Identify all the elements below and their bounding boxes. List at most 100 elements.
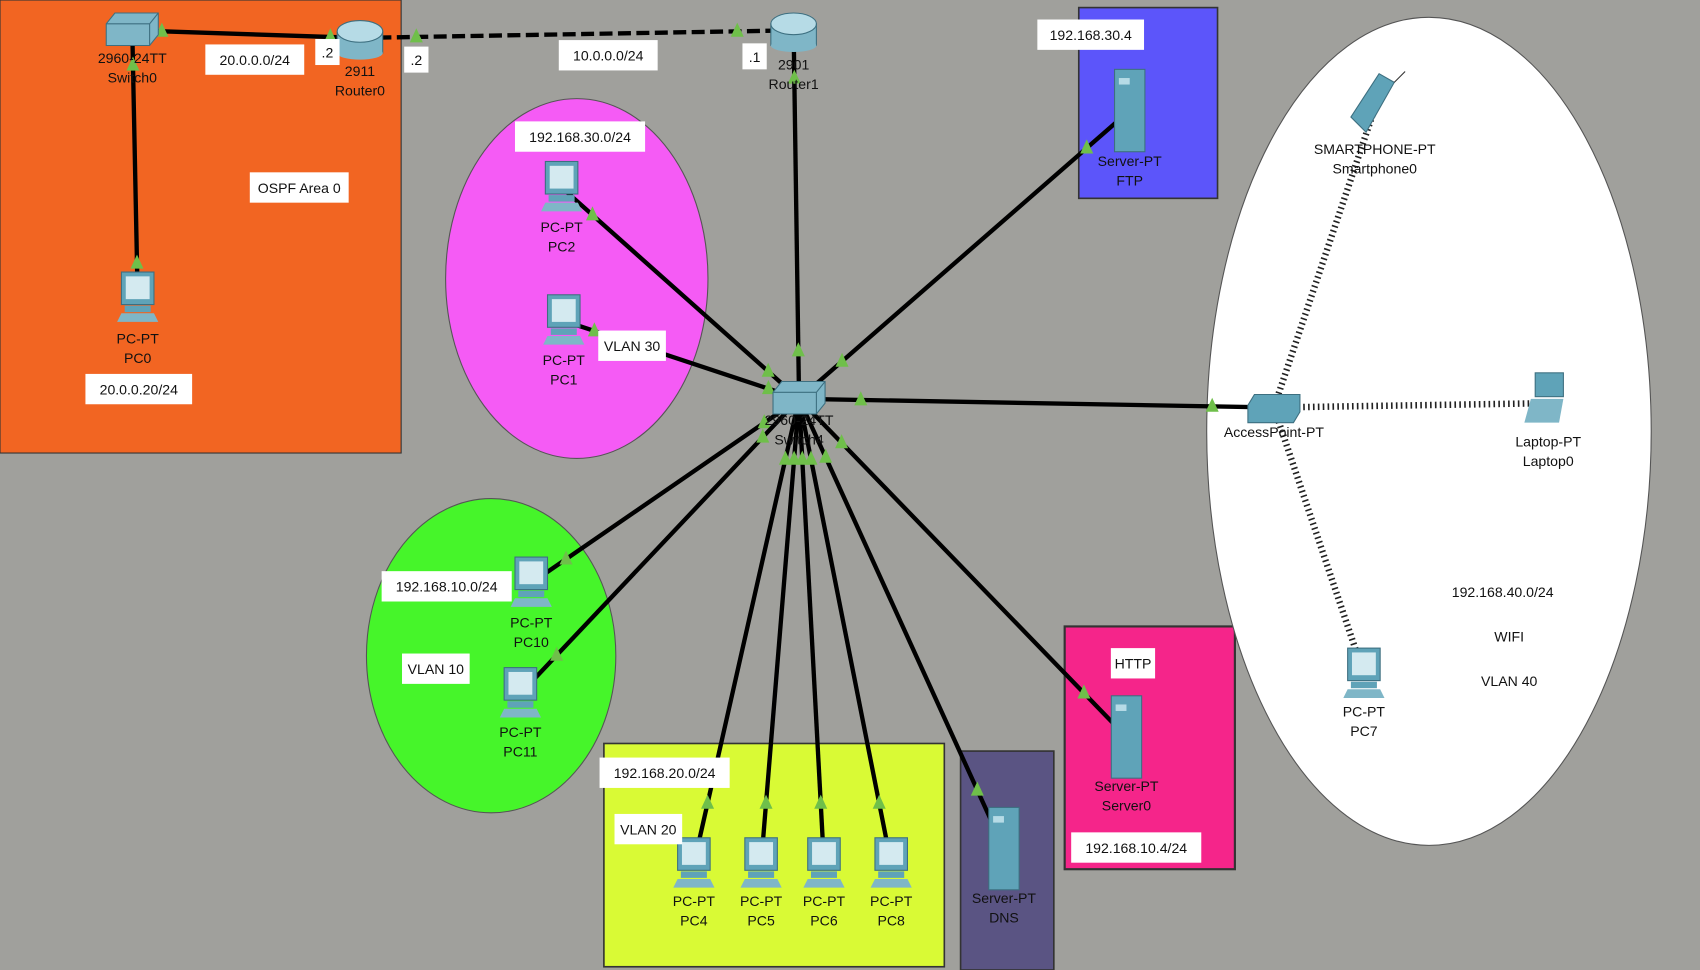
link-status-up-icon — [970, 781, 984, 796]
note-text: OSPF Area 0 — [258, 180, 341, 196]
link-switch4-dns[interactable] — [797, 397, 1006, 850]
device-name-label: PC2 — [548, 238, 576, 254]
device-smartphone0[interactable]: SMARTPHONE-PT Smartphone0 — [1314, 71, 1436, 177]
note-text: .2 — [410, 52, 422, 68]
note-net-10-lan[interactable]: 192.168.10.0/24 — [381, 571, 512, 602]
link-switch4-pc10[interactable] — [530, 397, 801, 585]
link-router0-router1[interactable] — [359, 22, 794, 43]
link-status-up-icon — [701, 794, 715, 809]
device-model-label: PC-PT — [740, 893, 783, 909]
link-status-up-icon — [795, 450, 809, 465]
note-net-20-lan[interactable]: 192.168.20.0/24 — [599, 757, 730, 788]
note-net-40[interactable]: 192.168.40.0/24 — [1437, 576, 1568, 607]
link-status-up-icon — [323, 28, 337, 43]
note-http[interactable]: HTTP — [1110, 648, 1156, 679]
device-pc5[interactable]: PC-PT PC5 — [740, 837, 783, 929]
note-vlan40[interactable]: VLAN 40 — [1475, 665, 1544, 696]
device-model-label: Laptop-PT — [1515, 434, 1581, 450]
link-status-up-icon — [757, 414, 771, 429]
link-switch4-pc5[interactable] — [758, 398, 802, 864]
pc-icon — [870, 837, 912, 888]
note-vlan20[interactable]: VLAN 20 — [614, 813, 683, 845]
device-name-label: Switch4 — [774, 431, 823, 447]
device-model-label: Server-PT — [1098, 153, 1163, 169]
device-name-label: Smartphone0 — [1332, 160, 1417, 176]
device-model-label: SMARTPHONE-PT — [1314, 141, 1436, 157]
link-router1-switch4[interactable] — [787, 30, 805, 399]
link-switch4-ap[interactable] — [799, 391, 1274, 412]
device-model-label: PC-PT — [540, 219, 583, 235]
link-switch4-pc6[interactable] — [795, 398, 828, 864]
device-model-label: PC-PT — [510, 615, 553, 631]
note-net-20[interactable]: 20.0.0.0/24 — [205, 44, 305, 75]
note-pc0-ip[interactable]: 20.0.0.20/24 — [85, 373, 193, 405]
device-name-label: Router0 — [335, 82, 385, 98]
device-model-label: AccessPoint-PT — [1224, 424, 1325, 440]
note-ospf[interactable]: OSPF Area 0 — [249, 172, 349, 203]
phone-icon — [1350, 71, 1406, 134]
link-ap-pc7[interactable] — [1270, 406, 1367, 676]
laptop-icon — [1524, 372, 1564, 423]
note-r0-if[interactable]: .2 — [315, 39, 340, 66]
note-net-10[interactable]: 10.0.0.0/24 — [558, 40, 658, 71]
note-r0-serial[interactable]: .2 — [404, 46, 429, 73]
link-switch4-server0[interactable] — [797, 397, 1129, 739]
device-name-label: PC5 — [747, 913, 775, 929]
switch-icon — [105, 12, 159, 47]
link-switch4-ftp[interactable] — [797, 108, 1132, 401]
note-text: VLAN 20 — [620, 822, 677, 838]
link-status-up-icon — [872, 794, 886, 809]
link-ap-laptop0[interactable] — [1273, 399, 1549, 411]
device-ap[interactable]: AccessPoint-PT — [1224, 393, 1325, 440]
switch-icon — [772, 380, 826, 415]
note-vlan30[interactable]: VLAN 30 — [598, 330, 666, 361]
note-text: 20.0.0.20/24 — [100, 382, 178, 398]
link-status-up-icon — [730, 22, 744, 37]
pc-icon — [510, 556, 552, 607]
note-wifi[interactable]: WIFI — [1487, 621, 1532, 652]
device-name-label: Laptop0 — [1523, 453, 1574, 469]
device-pc2[interactable]: PC-PT PC2 — [540, 160, 583, 254]
device-model-label: 2960-24TT — [98, 50, 167, 66]
note-server0-ip[interactable]: 192.168.10.4/24 — [1071, 832, 1202, 863]
note-net-30[interactable]: 192.168.30.0/24 — [514, 121, 646, 152]
link-switch4-pc8[interactable] — [796, 398, 894, 865]
note-vlan10[interactable]: VLAN 10 — [402, 653, 470, 684]
link-status-up-icon — [130, 254, 144, 269]
note-r1-serial[interactable]: .1 — [742, 43, 767, 70]
link-switch4-pc11[interactable] — [518, 397, 801, 696]
device-model-label: PC-PT — [870, 893, 913, 909]
link-status-up-icon — [126, 56, 140, 71]
link-status-up-icon — [559, 550, 573, 565]
link-status-up-icon — [778, 450, 792, 465]
note-text: WIFI — [1494, 629, 1524, 645]
device-model-label: PC-PT — [117, 331, 160, 347]
device-model-label: Server-PT — [1094, 778, 1159, 794]
note-text: .1 — [749, 49, 761, 65]
pc-icon — [803, 837, 845, 888]
server-icon — [988, 806, 1020, 891]
device-laptop0[interactable]: Laptop-PT Laptop0 — [1515, 372, 1581, 469]
note-ftp-ip[interactable]: 192.168.30.4 — [1037, 19, 1145, 50]
device-name-label: Router1 — [769, 76, 819, 92]
note-text: 192.168.10.4/24 — [1085, 840, 1187, 856]
link-switch0-pc0[interactable] — [126, 30, 144, 299]
link-switch4-pc2[interactable] — [560, 185, 801, 401]
